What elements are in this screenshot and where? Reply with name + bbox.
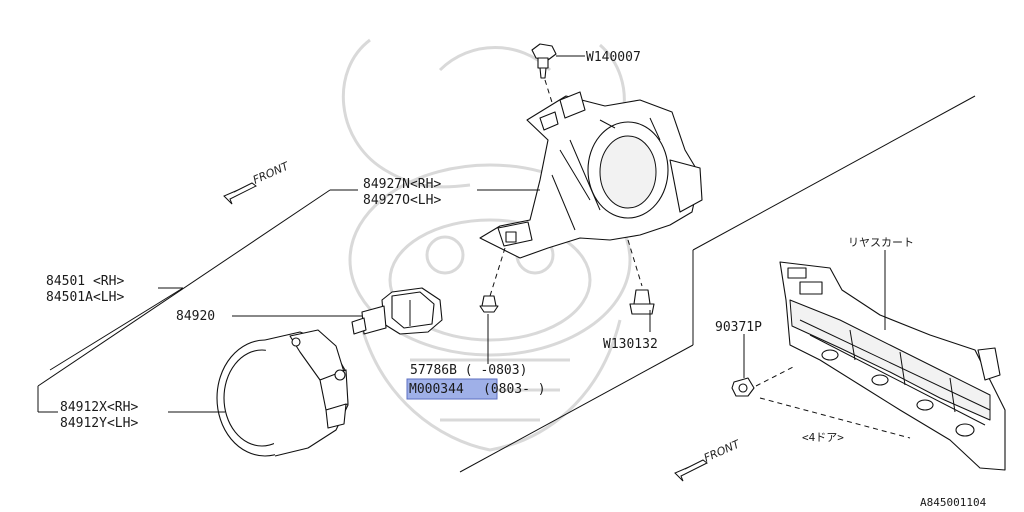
fog-bulb-84920[interactable] [351,287,443,335]
nut-w130132[interactable] [627,239,655,332]
label-cover-lh: 84912Y<LH> [60,416,138,431]
front-label-upper: FRONT [251,159,292,187]
diagram-id: A845001104 [920,496,987,509]
fog-lamp-assembly[interactable] [216,329,349,457]
highlight-m000344[interactable] [406,378,498,400]
label-bolt-top: W140007 [586,50,641,65]
panel-separators [459,95,976,473]
label-screw-b-code: M000344 [409,382,464,397]
group-bracket-84501 [37,189,331,413]
label-lamp-rh: 84501 <RH> [46,274,124,289]
label-bulb: 84920 [176,309,215,324]
label-four-door: <4ドア> [802,431,844,444]
front-arrow-upper: FRONT [223,159,292,205]
clip-90371p[interactable] [731,334,911,439]
label-bracket-lh: 84927O<LH> [363,193,441,208]
label-cover-rh: 84912X<RH> [60,400,138,415]
label-nut-right: W130132 [603,337,658,352]
label-lamp-lh: 84501A<LH> [46,290,124,305]
label-screw-a: 57786B ( -0803) [410,363,527,378]
screw-57786b[interactable] [479,247,506,364]
label-screw-b-range: (0803- ) [483,382,546,397]
rear-skirt-panel[interactable] [779,261,1006,471]
fog-lamp-bracket[interactable] [479,91,703,259]
label-rear-skirt: リヤスカート [848,236,914,249]
label-bracket-rh: 84927N<RH> [363,177,441,192]
label-clip: 90371P [715,320,762,335]
front-label-lower: FRONT [702,437,743,465]
bolt-w140007[interactable] [531,43,585,113]
front-arrow-lower: FRONT [674,437,743,482]
